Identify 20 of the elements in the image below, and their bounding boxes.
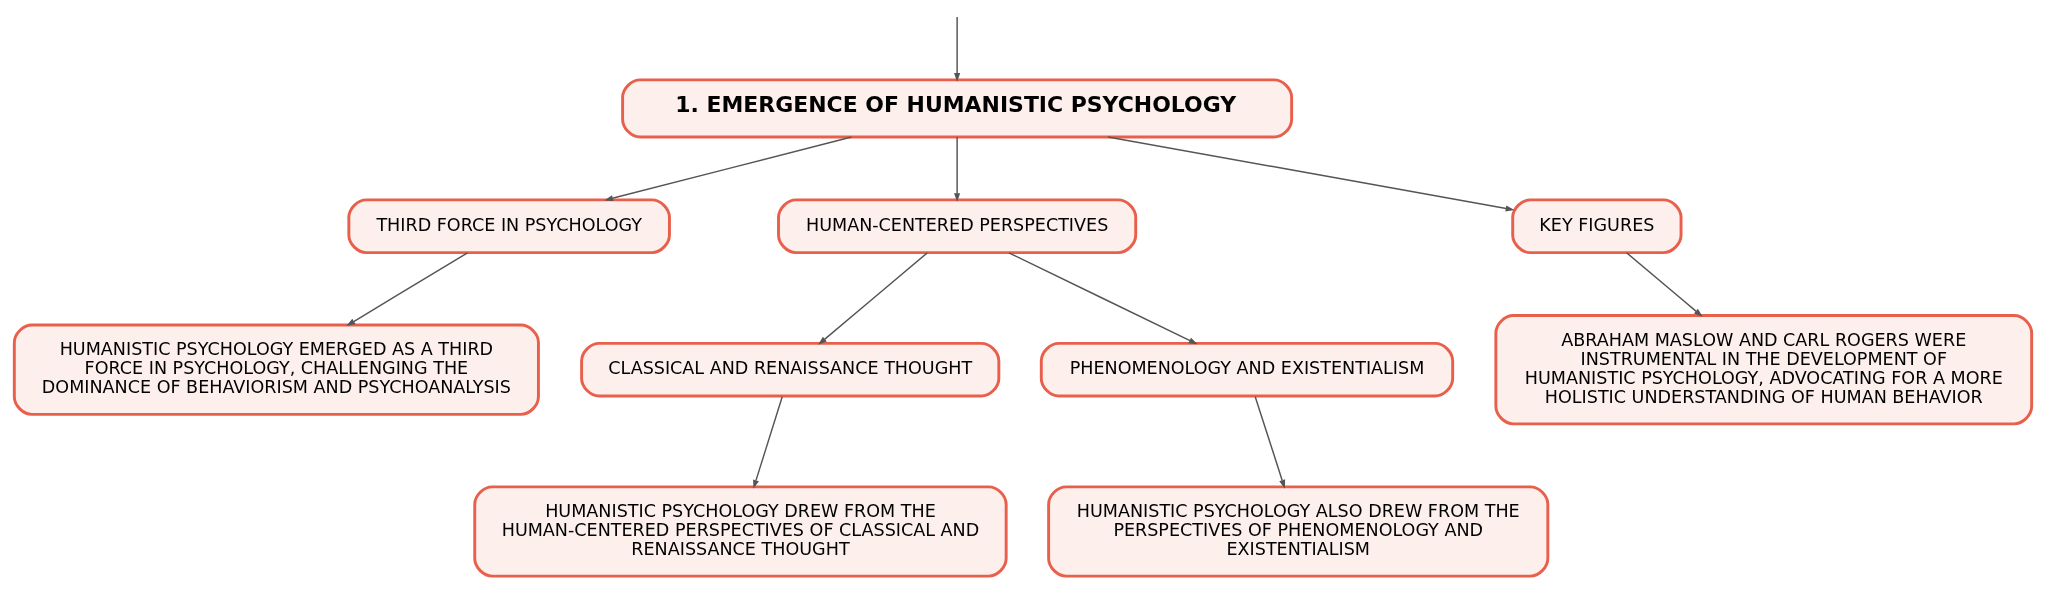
node-box: ABRAHAM MASLOW AND CARL ROGERS WERE INSTRUMENTAL IN THE DEVELOPMENT OF HUMANISTIC PSYCHOLOGY, ADVOCATING FOR A MORE HOLISTIC UNDERSTANDING OF HUMAN BEHAVIOR bbox=[1494, 313, 2034, 425]
arrow bbox=[753, 395, 783, 489]
arrow bbox=[954, 15, 961, 82]
arrow bbox=[1254, 395, 1286, 489]
arrow bbox=[1008, 251, 1198, 344]
node-box: HUMANISTIC PSYCHOLOGY ALSO DREW FROM THE PERSPECTIVES OF PHENOMENOLOGY AND EXISTENTIALISM bbox=[1047, 484, 1550, 578]
arrow bbox=[1107, 135, 1515, 211]
arrow bbox=[954, 135, 961, 202]
arrow bbox=[818, 251, 928, 345]
node-box: HUMAN-CENTERED PERSPECTIVES bbox=[777, 197, 1138, 254]
arrow bbox=[1626, 251, 1703, 317]
arrow bbox=[346, 251, 469, 326]
node-box: KEY FIGURES bbox=[1511, 197, 1683, 254]
node-box: HUMANISTIC PSYCHOLOGY EMERGED AS A THIRD FORCE IN PSYCHOLOGY, CHALLENGING THE DOMINANCE OF BEHAVIORISM AND PSYCHOANALYSIS bbox=[12, 323, 540, 416]
node-box: 1. EMERGENCE OF HUMANISTIC PSYCHOLOGY bbox=[621, 77, 1294, 138]
node-box: HUMANISTIC PSYCHOLOGY DREW FROM THE HUMAN-CENTERED PERSPECTIVES OF CLASSICAL AND RENAISSANCE THOUGHT bbox=[473, 484, 1008, 578]
node-box: THIRD FORCE IN PSYCHOLOGY bbox=[347, 197, 671, 254]
node-box: PHENOMENOLOGY AND EXISTENTIALISM bbox=[1039, 341, 1455, 398]
arrow bbox=[604, 135, 853, 201]
node-box: CLASSICAL AND RENAISSANCE THOUGHT bbox=[580, 341, 1001, 398]
